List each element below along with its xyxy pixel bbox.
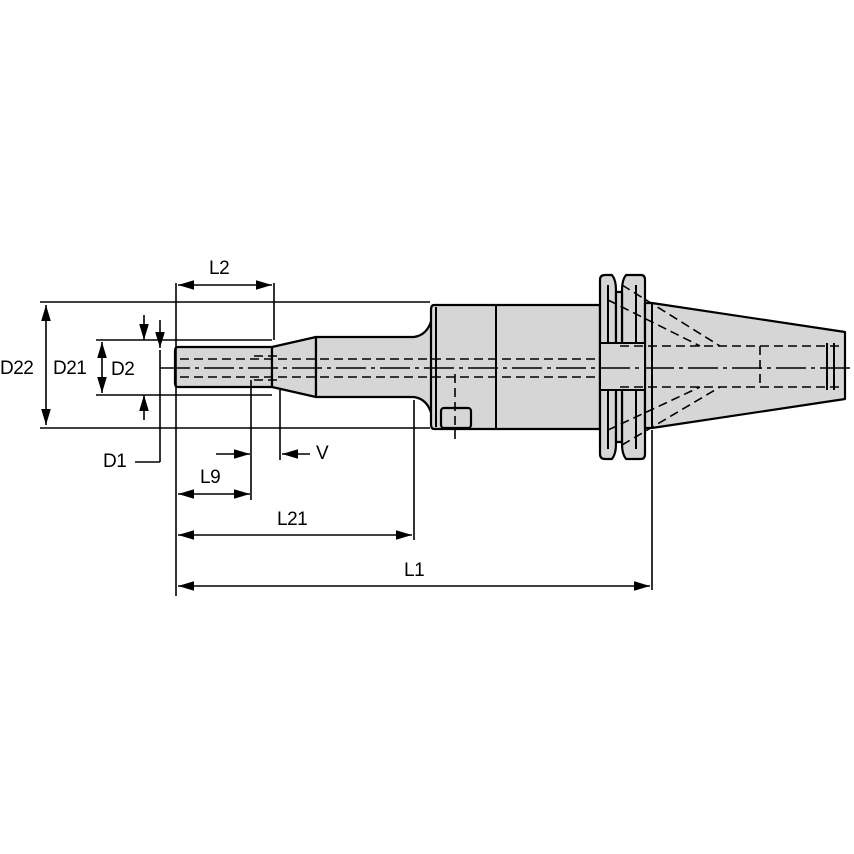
main-body (429, 303, 602, 431)
dim-label-l2: L2 (209, 258, 230, 279)
taper-section (270, 335, 318, 399)
dim-label-l1: L1 (404, 560, 425, 581)
dim-label-d21: D21 (53, 358, 87, 379)
drive-key (439, 406, 473, 430)
dim-label-v: V (316, 443, 329, 464)
shank-body (173, 345, 274, 389)
dim-label-l9: L9 (200, 467, 221, 488)
dim-label-l21: L21 (277, 509, 308, 530)
dim-label-d22: D22 (0, 358, 34, 379)
bt-taper (643, 301, 847, 430)
dim-label-d2: D2 (111, 359, 135, 380)
dim-label-d1: D1 (103, 451, 127, 472)
